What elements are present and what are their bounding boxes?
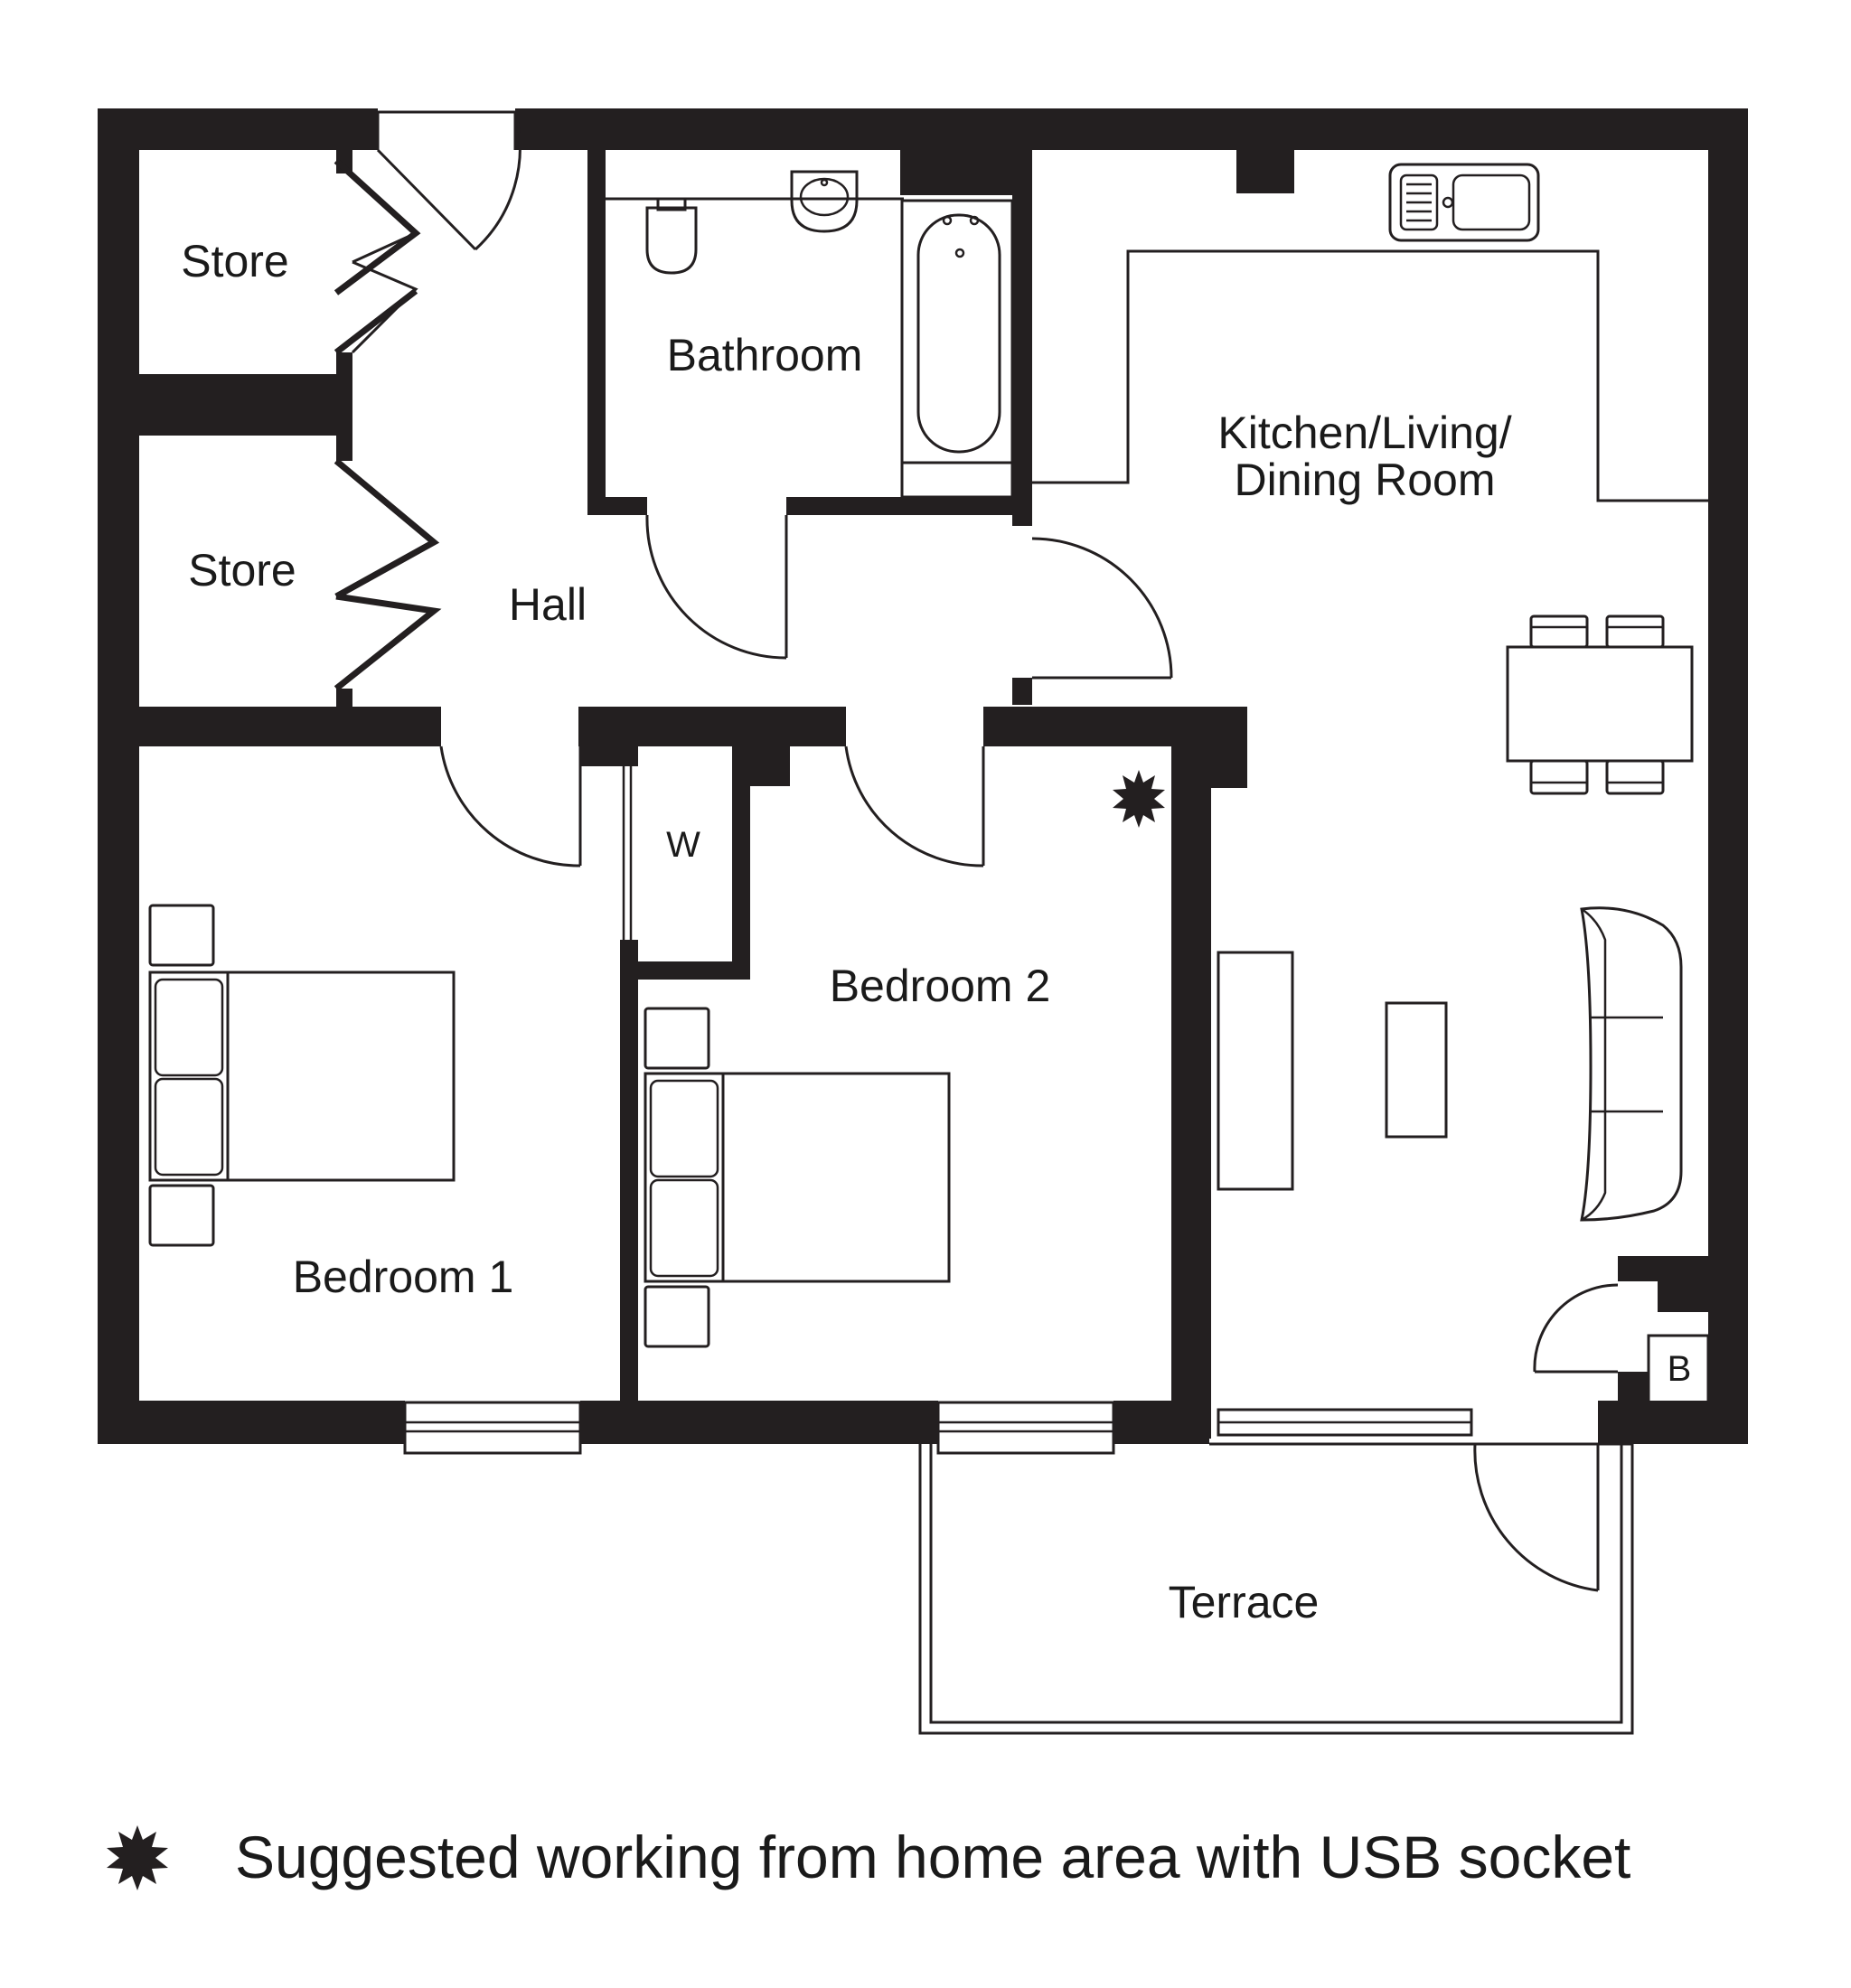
living-furniture bbox=[1217, 951, 1448, 1191]
store-lower-label: Store bbox=[188, 545, 296, 595]
kitchen-label-line1: Kitchen/Living/ bbox=[1217, 408, 1511, 458]
sink-icon bbox=[1388, 163, 1540, 242]
wardrobe-label: W bbox=[666, 825, 700, 865]
legend-text: Suggested working from home area with US… bbox=[235, 1824, 1630, 1890]
legend-marker-icon bbox=[107, 1825, 168, 1890]
bedroom2-label: Bedroom 2 bbox=[830, 961, 1051, 1011]
usb-socket-marker-icon bbox=[1113, 770, 1165, 828]
bathroom-fixtures bbox=[606, 170, 1014, 499]
toilet-icon bbox=[645, 206, 698, 275]
boiler-label: B bbox=[1668, 1349, 1692, 1389]
dining-table bbox=[1506, 614, 1694, 795]
hall-label: Hall bbox=[509, 579, 587, 630]
bathroom-label: Bathroom bbox=[667, 330, 863, 380]
bedroom2-bed bbox=[644, 1007, 951, 1348]
kitchen-label-line2: Dining Room bbox=[1234, 455, 1495, 505]
interior-walls bbox=[139, 150, 1708, 1439]
coffee-table bbox=[1385, 1001, 1448, 1139]
terrace-label: Terrace bbox=[1169, 1577, 1320, 1627]
terrace-balustrade bbox=[918, 1442, 1634, 1735]
legend: Suggested working from home area with US… bbox=[107, 1824, 1630, 1890]
bedroom1-label: Bedroom 1 bbox=[293, 1252, 514, 1302]
bedroom1-bed bbox=[148, 904, 456, 1247]
bathtub-icon bbox=[900, 199, 1014, 499]
outer-walls bbox=[98, 108, 1748, 1444]
basin-icon bbox=[790, 170, 859, 233]
doors bbox=[334, 110, 1619, 1592]
tv-unit bbox=[1217, 951, 1294, 1191]
sofa bbox=[1580, 906, 1683, 1222]
store-upper-label: Store bbox=[181, 236, 289, 286]
kitchen-fixtures bbox=[1032, 163, 1708, 502]
windows bbox=[403, 1401, 1473, 1455]
